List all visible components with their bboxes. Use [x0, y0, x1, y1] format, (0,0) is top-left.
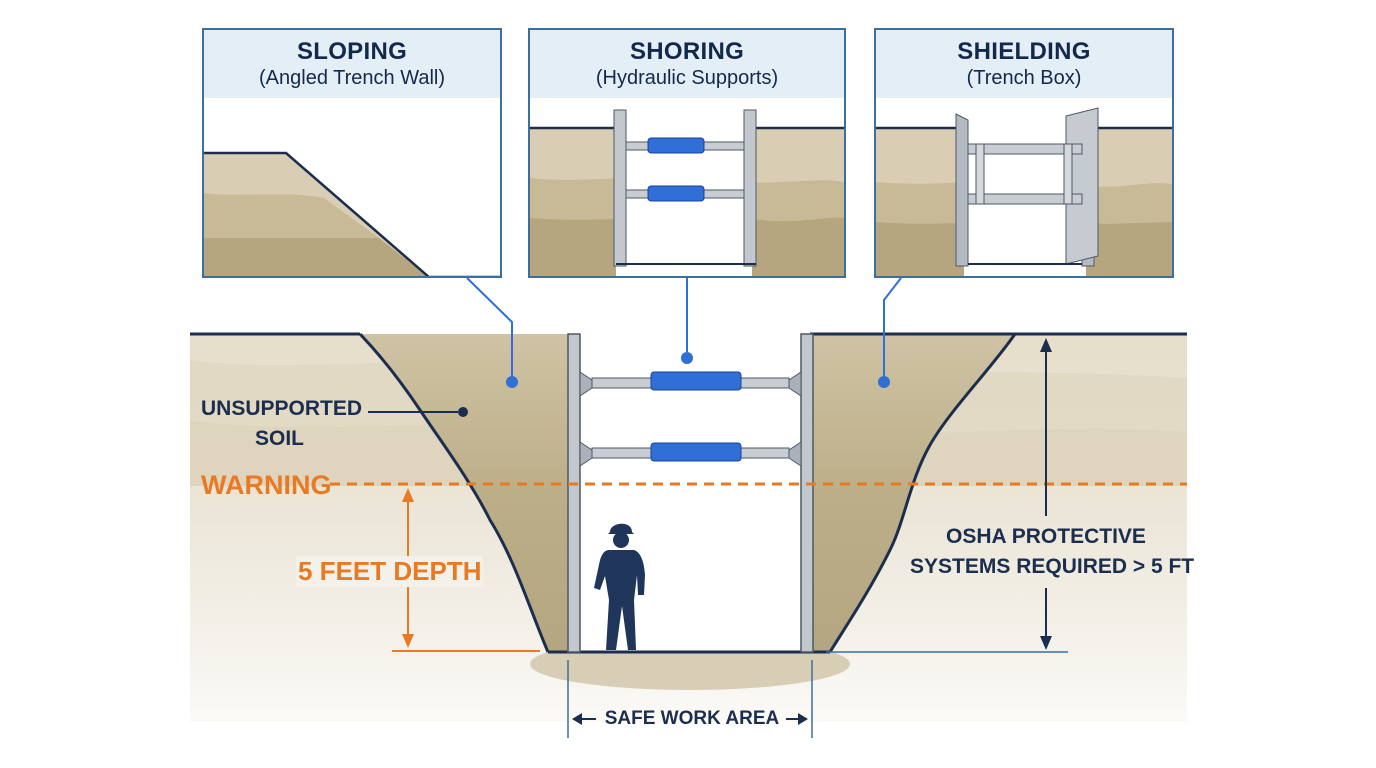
callout-dot-shoring: [681, 352, 693, 364]
callout-dot-sloping: [506, 376, 518, 388]
panel-title: SHORING: [629, 38, 745, 65]
panel-subtitle: (Angled Trench Wall): [259, 67, 445, 89]
right-upright: [800, 333, 814, 653]
osha-dimension: [826, 338, 1068, 653]
osha-label: OSHA PROTECTIVE SYSTEMS REQUIRED > 5 FT: [910, 522, 1195, 582]
panel-subtitle: (Hydraulic Supports): [595, 67, 779, 89]
shielding-illustration: [876, 107, 1172, 276]
callout-leaders: [466, 277, 902, 378]
left-slope-line: [358, 332, 550, 653]
osha-line2: SYSTEMS REQUIRED > 5 FT: [910, 555, 1195, 578]
right-slope-line: [828, 333, 1017, 653]
panel-title: SHIELDING: [957, 38, 1091, 65]
unsupported-soil-leader: [368, 407, 468, 417]
panel-header: SHORING (Hydraulic Supports): [530, 30, 844, 98]
osha-line1: OSHA PROTECTIVE: [946, 525, 1146, 548]
lower-strut: [579, 441, 802, 467]
safe-work-area-label: SAFE WORK AREA: [604, 708, 780, 729]
shoring-illustration: [530, 109, 844, 276]
panel-subtitle: (Trench Box): [966, 67, 1082, 89]
callout-dot-shielding: [878, 376, 890, 388]
panel-shoring: SHORING (Hydraulic Supports): [528, 28, 846, 278]
upper-strut: [579, 371, 802, 397]
warning-label: WARNING: [201, 470, 332, 500]
sloping-illustration: [204, 151, 500, 276]
worker-silhouette: [594, 523, 645, 650]
safe-work-dimension: [567, 660, 813, 738]
unsupported-soil-line1: UNSUPPORTED: [201, 397, 363, 420]
left-upright: [567, 333, 581, 653]
panel-sloping: SLOPING (Angled Trench Wall): [202, 28, 502, 278]
unsupported-soil-line2: SOIL: [255, 427, 305, 450]
depth-label: 5 FEET DEPTH: [296, 556, 484, 587]
panel-header: SLOPING (Angled Trench Wall): [204, 30, 500, 98]
panel-header: SHIELDING (Trench Box): [876, 30, 1172, 98]
panel-shielding: SHIELDING (Trench Box): [874, 28, 1174, 278]
unsupported-soil-label: UNSUPPORTED SOIL: [201, 394, 362, 454]
panel-title: SLOPING: [296, 38, 408, 65]
right-soil-wedge: [810, 334, 1015, 652]
